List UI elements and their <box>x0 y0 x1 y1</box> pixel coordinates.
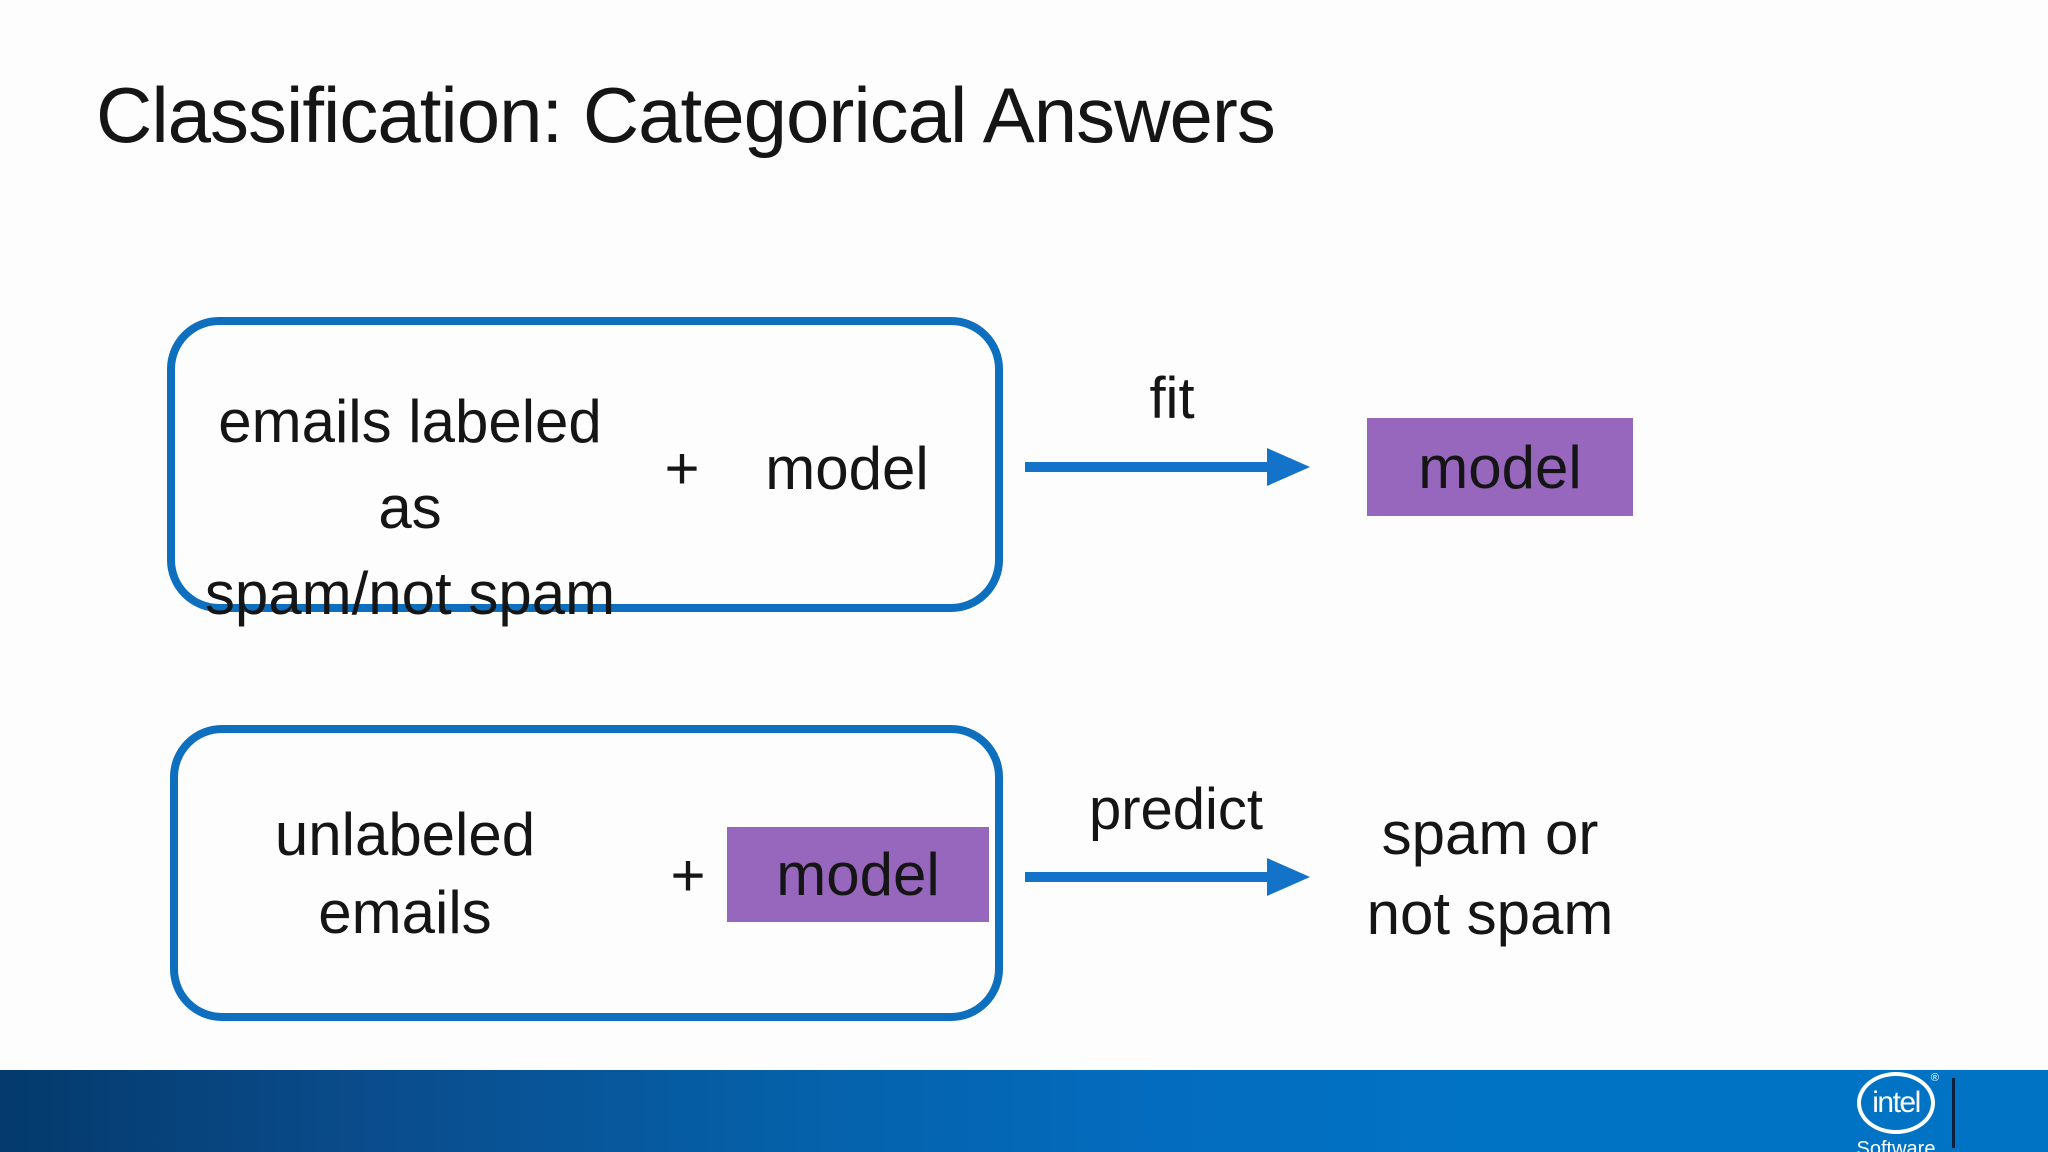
intel-brand-text: intel <box>1872 1086 1921 1119</box>
prediction-result-line-2: not spam <box>1366 880 1614 947</box>
model-operand-row2-label: model <box>776 841 940 908</box>
labeled-input-line-1: emails labeled as <box>218 388 602 541</box>
fitted-model-box: model <box>1367 418 1633 516</box>
labeled-input-text: emails labeled as spam/not spam <box>180 379 640 637</box>
slide-title: Classification: Categorical Answers <box>96 71 1276 159</box>
unlabeled-data-group-box <box>170 725 1003 1021</box>
unlabeled-input-line-2: emails <box>318 879 492 946</box>
unlabeled-input-text: unlabeled emails <box>180 796 630 952</box>
prediction-result-text: spam or not spam <box>1340 794 1640 954</box>
fitted-model-label: model <box>1418 433 1582 501</box>
intel-software-text: Software <box>1856 1138 1936 1152</box>
model-operand-row1: model <box>765 435 929 502</box>
footer-divider-line <box>1952 1078 1955 1148</box>
unlabeled-input-line-1: unlabeled <box>274 801 536 868</box>
registered-trademark-mark: ® <box>1930 1072 1939 1084</box>
intel-logo-oval-icon: intel ® <box>1857 1072 1939 1134</box>
intel-software-logo: intel ® Software <box>1848 1072 1944 1152</box>
prediction-result-line-1: spam or <box>1381 800 1599 867</box>
predict-arrow-label: predict <box>1088 777 1264 842</box>
model-operand-box-row2: model <box>727 827 989 922</box>
footer-bar: intel ® Software <box>0 1070 2048 1152</box>
plus-sign-row1: + <box>664 435 700 502</box>
labeled-input-line-2: spam/not spam <box>204 560 616 627</box>
labeled-data-group-box <box>167 317 1003 612</box>
fit-arrow-icon <box>1025 448 1310 486</box>
predict-arrow-icon <box>1025 858 1310 896</box>
plus-sign-row2: + <box>670 842 706 909</box>
fit-arrow-label: fit <box>1149 366 1195 431</box>
